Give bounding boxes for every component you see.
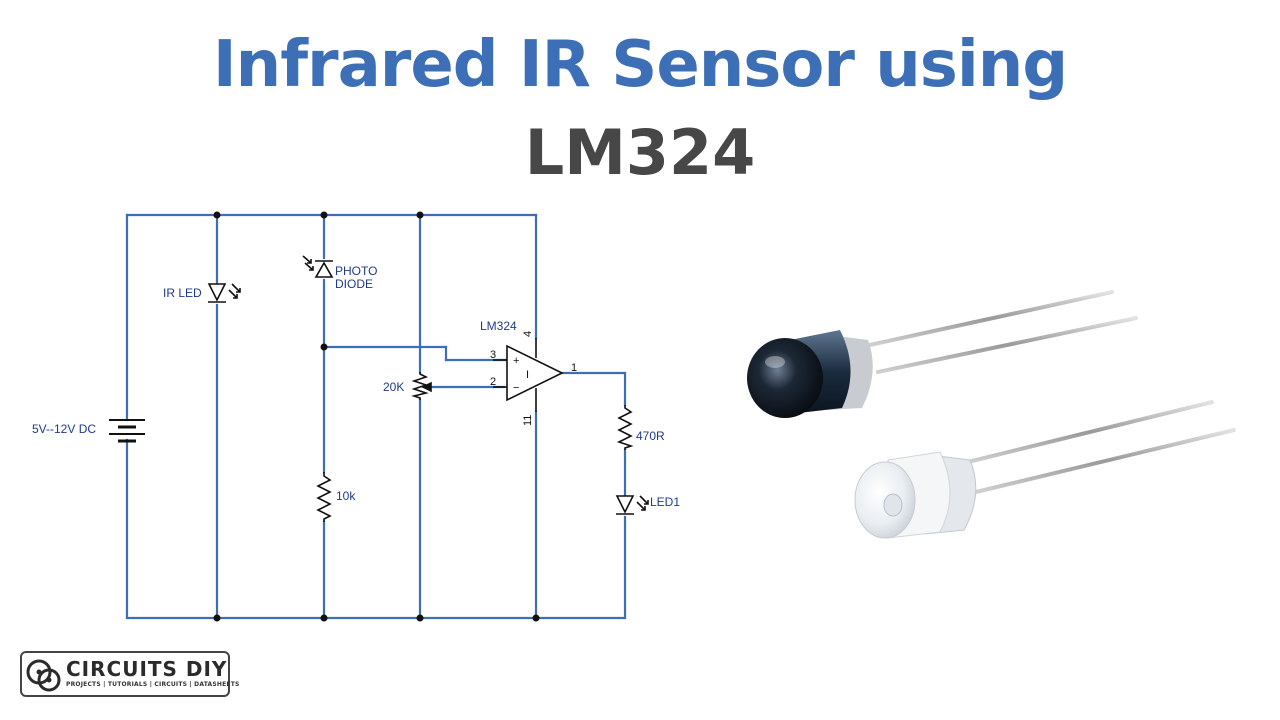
pin-3-label: 3 — [490, 349, 496, 361]
potentiometer-20k-symbol — [411, 372, 505, 400]
opamp-plus-sign: + — [513, 355, 519, 367]
circuits-diy-logo-icon — [26, 659, 61, 692]
photo-diode-label-1: PHOTO — [335, 264, 377, 278]
resistor-10k-symbol — [316, 472, 332, 522]
wires — [125, 213, 627, 620]
circuits-diy-logo: CIRCUITS DIY PROJECTS | TUTORIALS | CIRC… — [20, 651, 239, 697]
led1-symbol — [615, 495, 649, 515]
pin-4-label: 4 — [522, 331, 534, 337]
photo-diode-symbol — [302, 255, 334, 278]
pin-11-label: 11 — [522, 415, 534, 426]
ir-led-photo — [854, 400, 1236, 539]
pin-1-label: 1 — [571, 362, 577, 374]
resistor-470r-symbol — [616, 405, 634, 450]
logo-name: CIRCUITS DIY — [66, 657, 228, 681]
opamp-label: LM324 — [480, 319, 517, 333]
photo-diode-label-2: DIODE — [335, 277, 373, 291]
led1-label: LED1 — [650, 495, 680, 509]
opamp-mid-mark: I — [526, 369, 529, 381]
potentiometer-20k-label: 20K — [383, 380, 404, 394]
ir-led-label: IR LED — [163, 286, 202, 300]
opamp-symbol — [493, 338, 564, 412]
title-line-2: LM324 — [524, 116, 756, 189]
logo-tagline: PROJECTS | TUTORIALS | CIRCUITS | DATASH… — [66, 681, 240, 688]
battery-symbol — [109, 419, 145, 443]
resistor-470r-label: 470R — [636, 429, 665, 443]
opamp-minus-sign: − — [513, 382, 519, 394]
resistor-10k-label: 10k — [336, 489, 356, 503]
title-line-1: Infrared IR Sensor using — [212, 28, 1068, 102]
junction-dots — [213, 211, 540, 622]
supply-label: 5V--12V DC — [32, 422, 96, 436]
ir-receiver-photo — [747, 290, 1138, 418]
pin-2-label: 2 — [490, 376, 496, 388]
ir-led-symbol — [207, 283, 241, 303]
